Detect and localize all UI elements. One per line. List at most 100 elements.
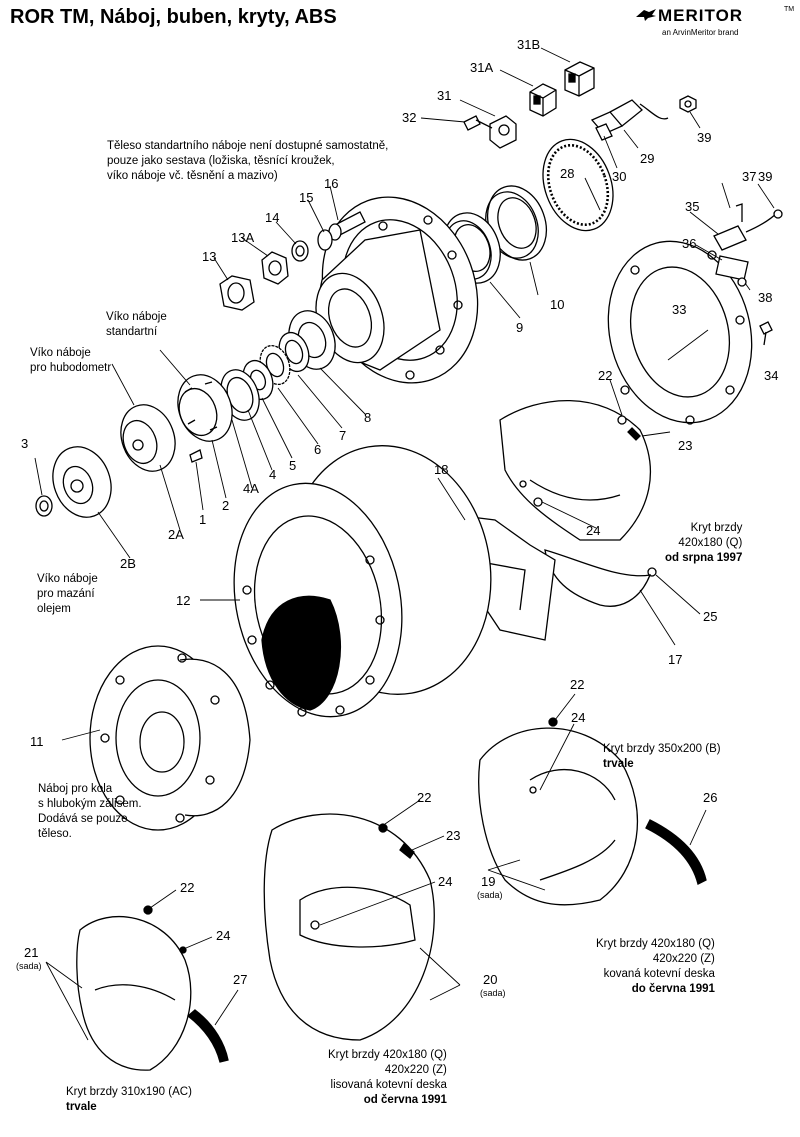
hub-cap-standard-2 (177, 374, 233, 442)
cover-half-17 (544, 549, 652, 607)
part-label-20: 20 (483, 972, 498, 987)
plug-3 (35, 495, 53, 517)
note-line: 420x180 (Q) (678, 537, 743, 549)
note-line: Náboj pro kola (38, 783, 113, 795)
bolt-32 (463, 115, 493, 131)
part-label-12: 12 (176, 593, 191, 608)
note-line: s hlubokým zálisem. (38, 798, 142, 810)
screw-37 (735, 203, 743, 222)
part-label-30: 30 (612, 169, 627, 184)
nut-39-right (773, 209, 783, 219)
part-label-10: 10 (550, 297, 565, 312)
sensor-clamp-31 (489, 115, 517, 149)
sensor-sleeve-30 (595, 123, 613, 141)
part-label-31B: 31B (517, 37, 541, 52)
set-tag-20: (sada) (480, 988, 506, 998)
abs-backing-plate-33 (607, 240, 753, 425)
note-deep-hub: Náboj pro kola s hlubokým zálisem. Dodáv… (38, 782, 142, 842)
part-label-21: 21 (24, 945, 39, 960)
note-line: pro hubodometr (30, 362, 112, 374)
note-cover-310: Kryt brzdy 310x190 (AC) trvale (66, 1085, 192, 1115)
note-line: těleso. (38, 828, 72, 840)
part-label-5: 5 (289, 458, 297, 473)
part-label-34: 34 (764, 368, 779, 383)
note-line: pouze jako sestava (ložiska, těsnící kro… (107, 155, 335, 167)
brake-cover-1997 (499, 399, 652, 541)
bolt-34 (759, 321, 773, 346)
note-cap-hubodometer: Víko náboje pro hubodometr (30, 346, 111, 376)
part-label-23-upper: 23 (678, 438, 693, 453)
part-label-4A: 4A (243, 481, 259, 496)
meritor-logo: MERITOR TM an ArvinMeritor brand (636, 6, 796, 40)
part-label-31A: 31A (470, 60, 494, 75)
logo-trademark: TM (784, 6, 795, 13)
nut-25 (647, 567, 657, 577)
screw-1 (189, 449, 203, 463)
part-label-2: 2 (222, 498, 230, 513)
part-label-37: 37 (742, 169, 757, 184)
note-line: Víko náboje (30, 347, 91, 359)
brake-cover-pressed-20 (263, 813, 435, 1041)
part-label-29: 29 (640, 151, 655, 166)
note-line: Kryt brzdy 350x200 (B) (603, 743, 721, 755)
washer-14 (291, 240, 309, 262)
part-label-36: 36 (682, 236, 697, 251)
part-label-24-lower: 24 (216, 928, 231, 943)
note-line: 420x220 (Z) (652, 953, 715, 965)
logo-wordmark: MERITOR (658, 6, 744, 25)
nut-39-top (679, 95, 697, 113)
washer-15 (317, 229, 333, 251)
sensor-holder-35 (713, 211, 779, 251)
note-line: trvale (66, 1101, 97, 1113)
meritor-bird-icon (636, 9, 656, 21)
set-tag-21: (sada) (16, 961, 42, 971)
part-label-22-middle: 22 (570, 677, 585, 692)
hub-cap-hubodometer-2A (120, 404, 176, 472)
part-label-4: 4 (269, 467, 277, 482)
bolt-22-center (378, 823, 388, 833)
part-label-19: 19 (481, 874, 496, 889)
note-line: lisovaná kotevní deska (330, 1079, 447, 1091)
clip-23-upper (627, 427, 641, 441)
note-line: do června 1991 (631, 983, 715, 995)
brake-lining-26 (645, 819, 707, 885)
part-label-26: 26 (703, 790, 718, 805)
part-label-35: 35 (685, 199, 700, 214)
part-label-8: 8 (364, 410, 372, 425)
part-label-24-center: 24 (438, 874, 453, 889)
part-label-22-upper: 22 (598, 368, 613, 383)
part-label-13: 13 (202, 249, 217, 264)
part-label-25: 25 (703, 609, 718, 624)
note-line: Kryt brzdy 420x180 (Q) (328, 1049, 447, 1061)
note-line: Kryt brzdy 310x190 (AC) (66, 1086, 192, 1098)
note-line: od června 1991 (363, 1094, 447, 1106)
part-label-24-upper: 24 (586, 523, 601, 538)
leader-lines (34, 47, 775, 1041)
bolt-22-upper (617, 415, 627, 425)
note-line: Kryt brzdy 420x180 (Q) (596, 938, 715, 950)
part-label-31: 31 (437, 88, 452, 103)
part-label-2A: 2A (168, 527, 184, 542)
note-line: Těleso standartního náboje není dostupné… (107, 140, 389, 152)
note-line: pro mazání (37, 588, 95, 600)
page-title: ROR TM, Náboj, buben, kryty, ABS (10, 6, 337, 28)
brake-cover-310x190 (76, 916, 192, 1071)
part-label-11: 11 (30, 734, 44, 749)
part-label-13A: 13A (231, 230, 255, 245)
set-tag-19: (sada) (477, 890, 503, 900)
note-line: Kryt brzdy (690, 522, 743, 534)
bolt-24-lower (179, 946, 187, 954)
part-label-1: 1 (199, 512, 207, 527)
part-label-16: 16 (324, 176, 339, 191)
note-line: víko náboje vč. těsnění a mazivo) (107, 170, 278, 182)
nut-13 (219, 275, 255, 311)
part-label-9: 9 (516, 320, 524, 335)
note-cap-oil: Víko náboje pro mazání olejem (37, 572, 98, 617)
part-label-22-center: 22 (417, 790, 432, 805)
abs-tone-ring-28 (542, 138, 614, 232)
note-line: trvale (603, 758, 634, 770)
deep-offset-hub-11 (89, 645, 251, 831)
brake-drum-12 (233, 445, 492, 718)
